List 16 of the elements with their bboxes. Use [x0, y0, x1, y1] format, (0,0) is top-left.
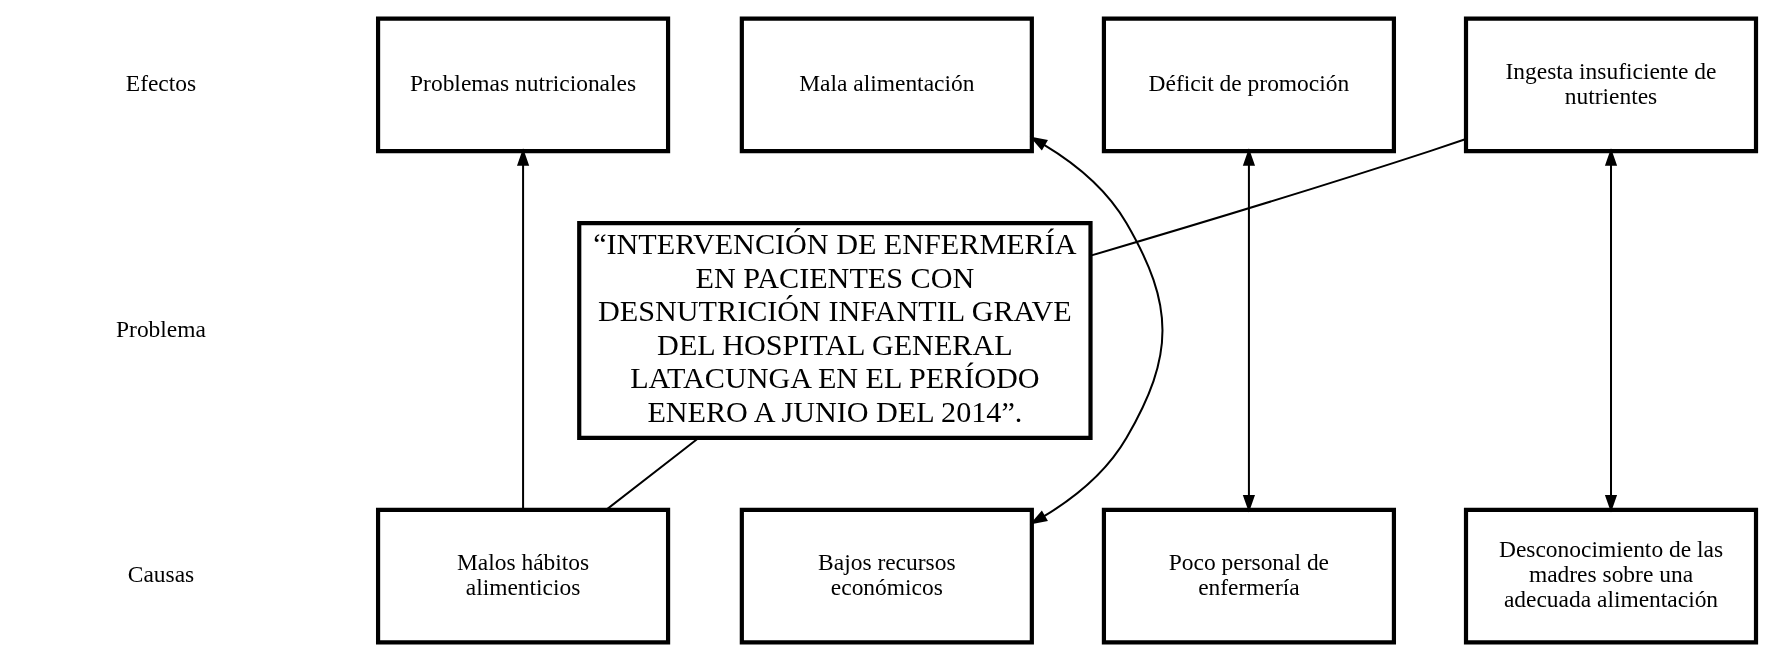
label: Efectos — [125, 69, 197, 96]
label: Causas — [127, 560, 195, 587]
arrow — [516, 147, 530, 509]
connector — [1090, 137, 1467, 257]
node-box: Ingesta insuficiente de nutrientes — [1463, 16, 1759, 153]
node-box: Desconocimiento de las madres sobre una adecuada alimentación — [1463, 507, 1759, 644]
label: Problema — [116, 315, 206, 342]
node-box: Bajos recursos económicos — [739, 507, 1034, 644]
node-box: Malos hábitos alimenticios — [376, 507, 671, 644]
node-box: “INTERVENCIÓN DE ENFERMERÍA EN PACIENTES CON DESNUTRICIÓN INFANTIL GRAVE DEL HOSPITAL GENERAL LATACUNGA EN EL PERÍODO ENERO A JUNIO DEL 2014”. — [577, 220, 1093, 440]
node-box: Problemas nutricionales — [376, 16, 671, 153]
arrow — [1242, 147, 1256, 512]
node-box: Mala alimentación — [739, 16, 1034, 153]
arrow — [1604, 147, 1618, 512]
node-box: Déficit de promoción — [1101, 16, 1396, 153]
node-box: Poco personal de enfermería — [1101, 507, 1396, 644]
